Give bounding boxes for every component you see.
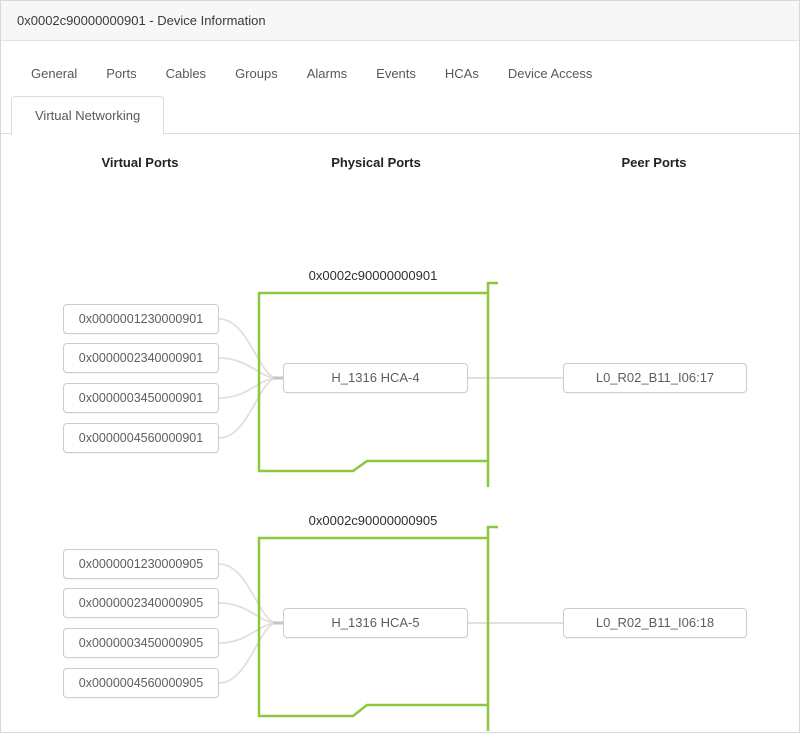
peer-port-box[interactable]: L0_R02_B11_I06:17	[563, 363, 747, 393]
group2-device-bracket	[486, 525, 498, 731]
virtual-port-box[interactable]: 0x0000002340000901	[63, 343, 219, 373]
group-label: 0x0002c90000000901	[308, 268, 438, 283]
virtual-port-box[interactable]: 0x0000003450000905	[63, 628, 219, 658]
physical-port-box[interactable]: H_1316 HCA-5	[283, 608, 468, 638]
secondary-tab-bar: Virtual Networking	[1, 96, 799, 135]
group1-virtual-connectors	[218, 318, 278, 439]
window-title: 0x0002c90000000901 - Device Information	[17, 13, 266, 28]
group2-virtual-connectors	[218, 563, 278, 684]
virtual-port-box[interactable]: 0x0000001230000905	[63, 549, 219, 579]
main-tab-bar: General Ports Cables Groups Alarms Event…	[31, 58, 592, 88]
virtual-port-box[interactable]: 0x0000001230000901	[63, 304, 219, 334]
virtual-port-box[interactable]: 0x0000004560000901	[63, 423, 219, 453]
physical-port-box[interactable]: H_1316 HCA-4	[283, 363, 468, 393]
column-header-virtual-ports: Virtual Ports	[101, 155, 179, 170]
virtual-port-box[interactable]: 0x0000002340000905	[63, 588, 219, 618]
tab-device-access[interactable]: Device Access	[507, 65, 593, 81]
tab-virtual-networking[interactable]: Virtual Networking	[11, 96, 165, 135]
tab-groups[interactable]: Groups	[235, 65, 278, 81]
tab-cables[interactable]: Cables	[165, 65, 207, 81]
tab-hcas[interactable]: HCAs	[444, 65, 479, 81]
title-bar: 0x0002c90000000901 - Device Information	[1, 1, 799, 41]
column-header-physical-ports: Physical Ports	[331, 155, 421, 170]
peer-port-box[interactable]: L0_R02_B11_I06:18	[563, 608, 747, 638]
column-header-peer-ports: Peer Ports	[621, 155, 687, 170]
tab-alarms[interactable]: Alarms	[306, 65, 348, 81]
virtual-port-box[interactable]: 0x0000003450000901	[63, 383, 219, 413]
group-label: 0x0002c90000000905	[308, 513, 438, 528]
tab-events[interactable]: Events	[376, 65, 416, 81]
tab-ports[interactable]: Ports	[106, 65, 137, 81]
virtual-port-box[interactable]: 0x0000004560000905	[63, 668, 219, 698]
tab-general[interactable]: General	[31, 65, 78, 81]
group1-device-bracket	[486, 281, 498, 487]
